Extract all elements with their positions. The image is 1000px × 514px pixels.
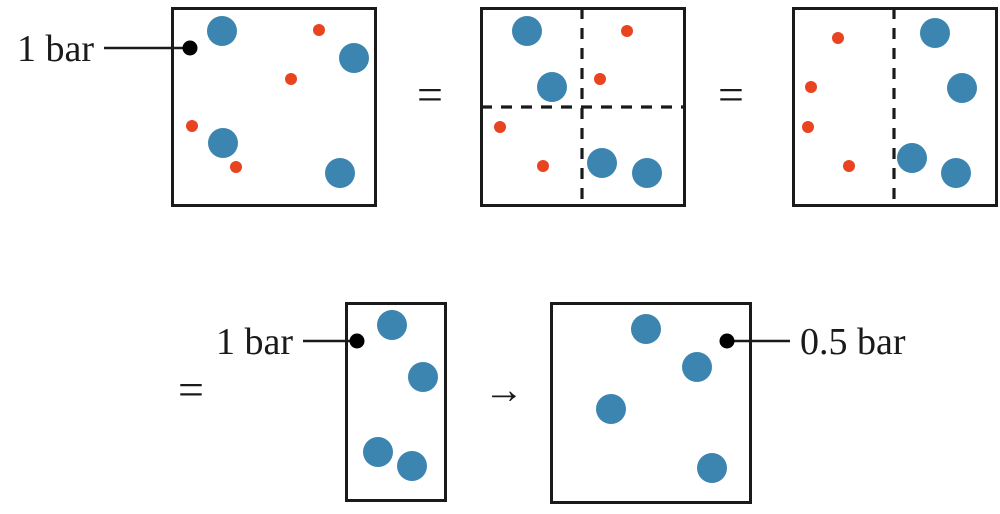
panel-2-small-particle-4: [494, 121, 506, 133]
panel-3-large-particle-6: [897, 143, 927, 173]
panel-panel-4: 1 bar: [216, 302, 447, 502]
panel-5-large-particle-1: [682, 352, 712, 382]
panel-1-large-particle-5: [208, 128, 238, 158]
panel-3-large-particle-7: [941, 158, 971, 188]
panel-5-callout-dot: [719, 333, 735, 349]
panel-1-large-particle-7: [325, 158, 355, 188]
panel-1-large-particle-2: [339, 43, 369, 73]
panel-3-large-particle-3: [947, 73, 977, 103]
panel-3-small-particle-4: [802, 121, 814, 133]
panel-1-small-particle-4: [186, 120, 198, 132]
panel-5-pressure-label: 0.5 bar: [800, 321, 906, 363]
panel-2-large-particle-6: [587, 148, 617, 178]
equals-2: =: [718, 69, 744, 120]
panel-4-large-particle-2: [363, 437, 393, 467]
panel-2-small-particle-3: [594, 73, 606, 85]
panel-1-small-particle-1: [313, 24, 325, 36]
panel-2-small-particle-5: [537, 160, 549, 172]
panel-4-large-particle-1: [408, 362, 438, 392]
panel-2-large-particle-7: [632, 158, 662, 188]
panel-4-large-particle-3: [397, 451, 427, 481]
panel-3-small-particle-2: [805, 81, 817, 93]
equals-1: =: [417, 69, 443, 120]
panel-panel-5: 0.5 bar: [550, 302, 906, 504]
panel-2-large-particle-2: [537, 72, 567, 102]
equals-3: =: [178, 364, 204, 415]
panel-3-large-particle-1: [920, 18, 950, 48]
panel-2-large-particle-0: [512, 16, 542, 46]
panel-5-large-particle-0: [631, 314, 661, 344]
panel-5-large-particle-2: [596, 394, 626, 424]
panel-1-small-particle-6: [230, 161, 242, 173]
panel-3-small-particle-0: [832, 32, 844, 44]
panel-1-callout-dot: [182, 40, 198, 56]
panel-panel-2: [480, 7, 686, 207]
panel-4-large-particle-0: [377, 310, 407, 340]
panel-2-small-particle-1: [621, 25, 633, 37]
panel-4-callout-dot: [349, 333, 365, 349]
panel-4-pressure-label: 1 bar: [216, 321, 293, 363]
panel-1-small-particle-3: [285, 73, 297, 85]
panel-panel-3: [792, 7, 998, 207]
panel-3-small-particle-5: [843, 160, 855, 172]
panel-panel-1: 1 bar: [17, 7, 377, 207]
panel-1-pressure-label: 1 bar: [17, 28, 94, 70]
panel-1-large-particle-0: [207, 16, 237, 46]
panel-5-large-particle-3: [697, 453, 727, 483]
arrow-right: →: [484, 367, 524, 412]
